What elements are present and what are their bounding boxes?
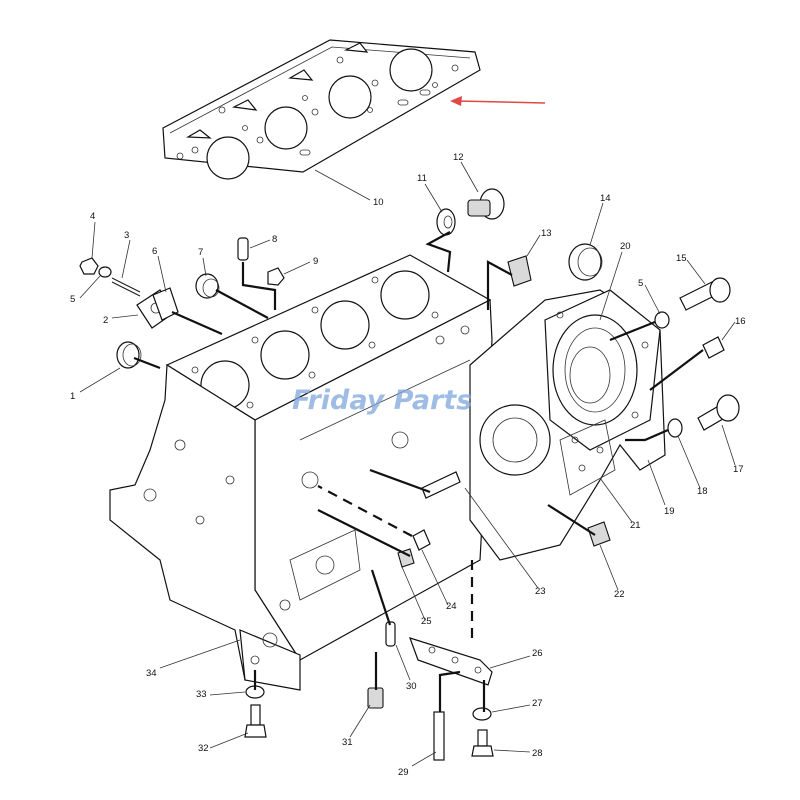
washer-11 — [436, 208, 456, 236]
callout-18: 18 — [697, 486, 708, 497]
bracket-26 — [409, 637, 493, 686]
callout-16: 16 — [735, 316, 746, 327]
callout-8: 8 — [272, 234, 277, 245]
callout-5b: 5 — [638, 278, 643, 289]
plug-1 — [116, 341, 142, 369]
plug-9 — [267, 267, 285, 286]
watermark-text: Friday Parts — [292, 385, 472, 416]
leader-lines — [79, 161, 736, 767]
watermark-logo: Friday Parts — [292, 385, 472, 416]
plug-25 — [397, 548, 415, 568]
callout-21: 21 — [630, 520, 641, 531]
callout-27: 27 — [532, 698, 543, 709]
callout-2: 2 — [103, 315, 108, 326]
washer-18 — [667, 418, 683, 438]
callout-28: 28 — [532, 748, 543, 759]
callout-13: 13 — [541, 228, 552, 239]
plug-24 — [412, 529, 431, 551]
callout-6: 6 — [152, 246, 157, 257]
bolt-28 — [471, 729, 494, 757]
plug-22 — [587, 521, 611, 547]
pin-16 — [702, 336, 725, 359]
bolt-17 — [697, 394, 740, 431]
callout-17: 17 — [733, 464, 744, 475]
bolt-32 — [244, 704, 267, 738]
callout-32: 32 — [198, 743, 209, 754]
callout-25: 25 — [421, 616, 432, 627]
callout-26: 26 — [532, 648, 543, 659]
pin-8 — [237, 237, 249, 261]
callout-1: 1 — [70, 391, 75, 402]
washer-5b — [654, 311, 670, 329]
washer-27 — [472, 707, 492, 721]
red-arrow-icon — [450, 96, 546, 106]
callout-22: 22 — [614, 589, 625, 600]
stud-3 — [111, 277, 141, 297]
callout-19: 19 — [664, 506, 675, 517]
stud-29 — [433, 711, 445, 761]
callout-9: 9 — [313, 256, 318, 267]
callout-11: 11 — [417, 173, 427, 184]
pin-30 — [385, 621, 396, 647]
callout-15: 15 — [676, 253, 687, 264]
nut-4 — [79, 257, 99, 275]
callout-3: 3 — [124, 230, 129, 241]
callout-29: 29 — [398, 767, 409, 778]
callout-4: 4 — [90, 211, 95, 222]
callout-20: 20 — [620, 241, 631, 252]
callout-labels: 1 2 3 4 5 6 7 8 9 10 11 12 13 14 20 15 5… — [70, 152, 746, 778]
head-gasket — [162, 39, 481, 180]
callout-5: 5 — [70, 294, 75, 305]
callout-30: 30 — [406, 681, 417, 692]
plug-14 — [568, 243, 603, 281]
callout-10: 10 — [373, 197, 384, 208]
plug-31 — [367, 687, 384, 709]
fitting-13 — [507, 255, 532, 287]
bolt-15 — [679, 277, 731, 311]
plug-12 — [467, 188, 505, 220]
callout-33: 33 — [196, 689, 207, 700]
dowel-23 — [421, 471, 461, 499]
plate-6 — [152, 287, 179, 321]
cylinder-block — [109, 254, 493, 691]
callout-14: 14 — [600, 193, 611, 204]
gear-case-plate — [469, 289, 666, 561]
callout-34: 34 — [146, 668, 157, 679]
callout-12: 12 — [453, 152, 464, 163]
plug-7 — [195, 273, 220, 299]
callout-7: 7 — [198, 247, 203, 258]
callout-23: 23 — [535, 586, 546, 597]
callout-31: 31 — [342, 737, 353, 748]
washer-5 — [98, 266, 112, 278]
assembly-lines — [133, 231, 704, 712]
callout-24: 24 — [446, 601, 457, 612]
